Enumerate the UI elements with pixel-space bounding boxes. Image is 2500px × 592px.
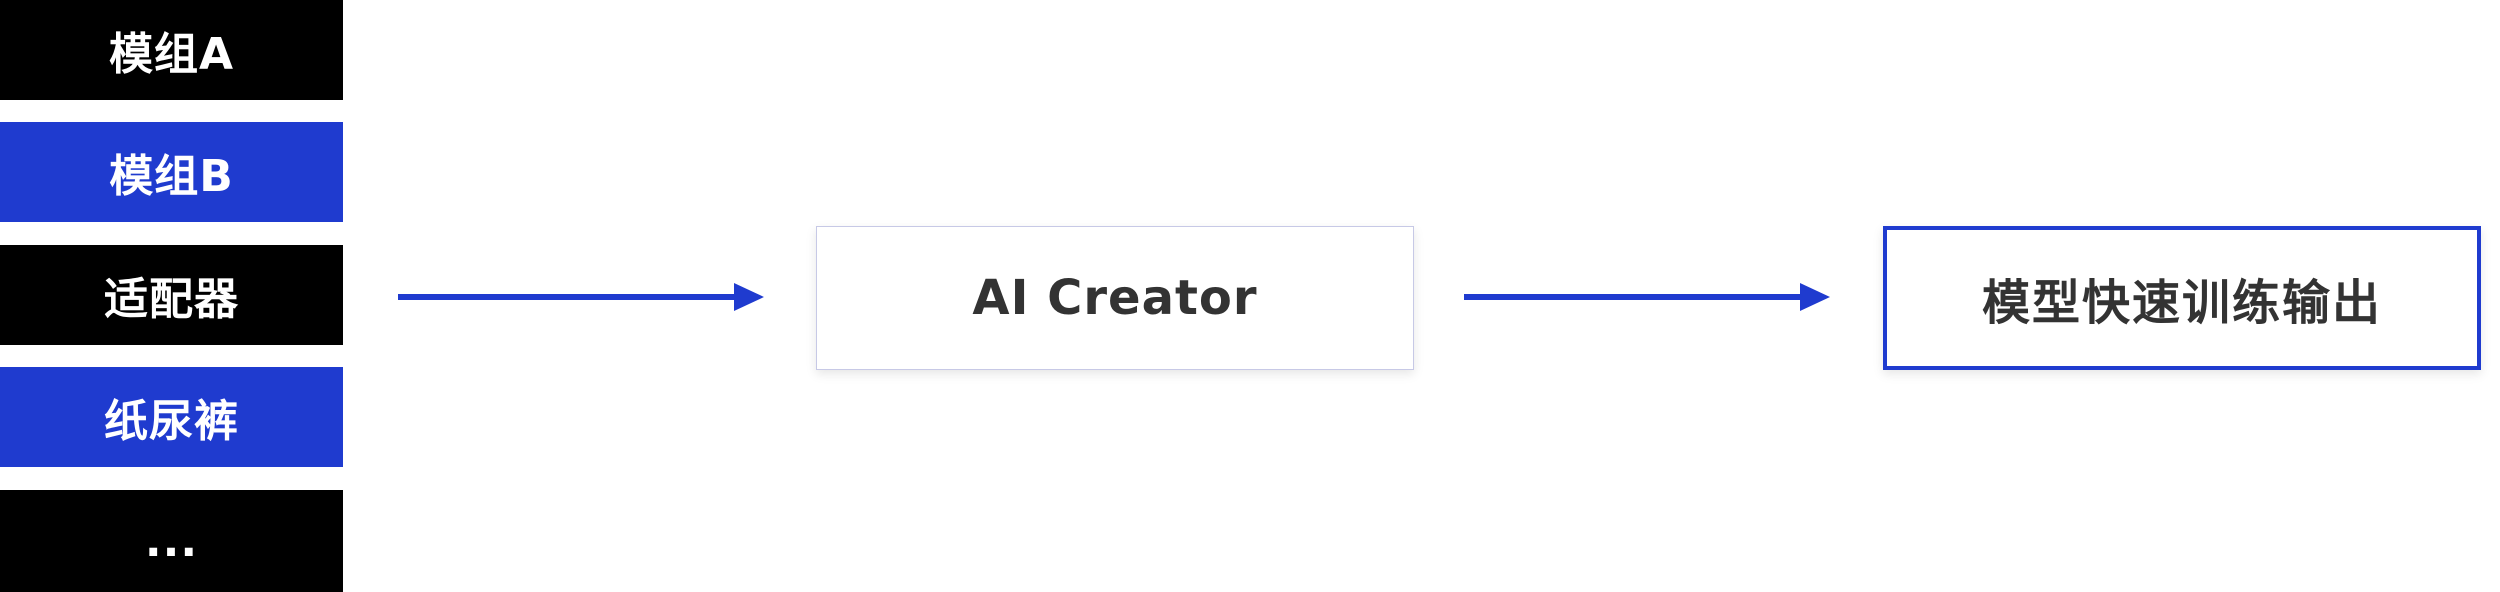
creator-to-output-arrow [1464,281,1830,313]
model-output-label: 模型快速训练输出 [1981,275,2382,331]
diaper-block: 纸尿裤 [0,367,343,467]
right-arrow-icon [398,283,764,311]
module-b-block: 模组B [0,122,343,222]
ai-creator-label: AI Creator [972,270,1258,326]
right-arrow-icon [1464,283,1830,311]
adapter-label: 适配器 [104,274,239,325]
more-items-label: ... [144,515,199,567]
module-a-label: 模组A [108,29,235,80]
input-module-stack: 模组A 模组B 适配器 纸尿裤 ... [0,0,343,592]
more-items-block: ... [0,490,343,592]
model-output-box: 模型快速训练输出 [1883,226,2481,370]
module-a-block: 模组A [0,0,343,100]
ai-creator-box: AI Creator [816,226,1414,370]
adapter-block: 适配器 [0,245,343,345]
diaper-label: 纸尿裤 [104,396,239,447]
input-to-creator-arrow [398,281,764,313]
module-b-label: 模组B [109,151,234,202]
